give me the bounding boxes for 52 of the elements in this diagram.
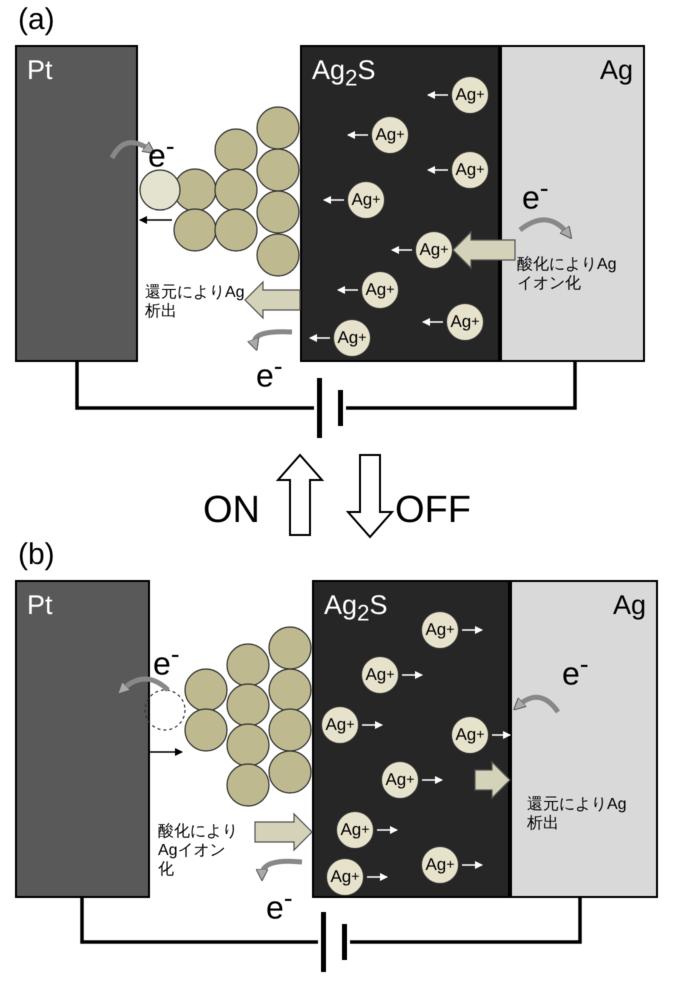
arrow <box>309 334 330 342</box>
panel-label: (a) <box>18 2 55 38</box>
wire <box>346 362 577 410</box>
arrow <box>402 671 423 679</box>
electron-symbol: e$^{-}$ <box>266 882 293 928</box>
wire <box>350 898 582 944</box>
state-label: OFF <box>395 488 471 533</box>
electrode-label: Ag$_{2}$S <box>324 590 388 628</box>
arrow <box>391 246 412 254</box>
electron-symbol: e$^{-}$ <box>148 130 175 176</box>
electrolyte-layer <box>312 580 510 898</box>
electrode <box>15 580 150 898</box>
annotation-text: 還元によりAg析出 <box>145 283 245 322</box>
arrow <box>462 626 483 634</box>
electrode-label: Ag <box>612 590 646 620</box>
electrode <box>510 580 658 898</box>
electron-symbol: e$^{-}$ <box>153 638 180 684</box>
battery-symbol <box>318 912 350 972</box>
state-label: ON <box>203 488 260 533</box>
electron-symbol: e$^{-}$ <box>256 350 283 396</box>
electrode <box>15 45 138 362</box>
arrow <box>347 131 368 139</box>
electron-symbol: e$^{-}$ <box>562 648 589 694</box>
block-arrow <box>474 760 511 800</box>
electrode-label: Ag$_{2}$S <box>312 55 376 92</box>
wire <box>80 898 318 944</box>
arrow <box>337 286 358 294</box>
arrow <box>422 776 443 784</box>
arrow <box>367 873 388 881</box>
block-arrow <box>452 230 516 270</box>
electrode <box>500 45 645 362</box>
arrow <box>323 196 344 204</box>
arrow <box>492 731 511 739</box>
arrow <box>427 91 448 99</box>
arrow <box>462 861 483 869</box>
electrode-label: Ag <box>600 55 633 85</box>
annotation-text: 酸化によりAgイオン化 <box>158 822 239 880</box>
wire <box>75 362 314 410</box>
electrolyte-layer <box>300 45 500 362</box>
arrow <box>377 826 398 834</box>
battery-symbol <box>314 378 346 438</box>
arrow <box>427 166 448 174</box>
electrode-label: Pt <box>27 590 53 620</box>
panel-label: (b) <box>18 537 55 573</box>
arrow <box>422 318 443 326</box>
annotation-text: 酸化によりAgイオン化 <box>517 255 618 294</box>
annotation-text: 還元によりAg析出 <box>527 795 627 834</box>
electron-symbol: e$^{-}$ <box>522 172 549 218</box>
arrow <box>362 721 383 729</box>
block-arrow <box>244 280 301 320</box>
electrode-label: Pt <box>27 55 53 85</box>
block-arrow <box>254 812 313 852</box>
